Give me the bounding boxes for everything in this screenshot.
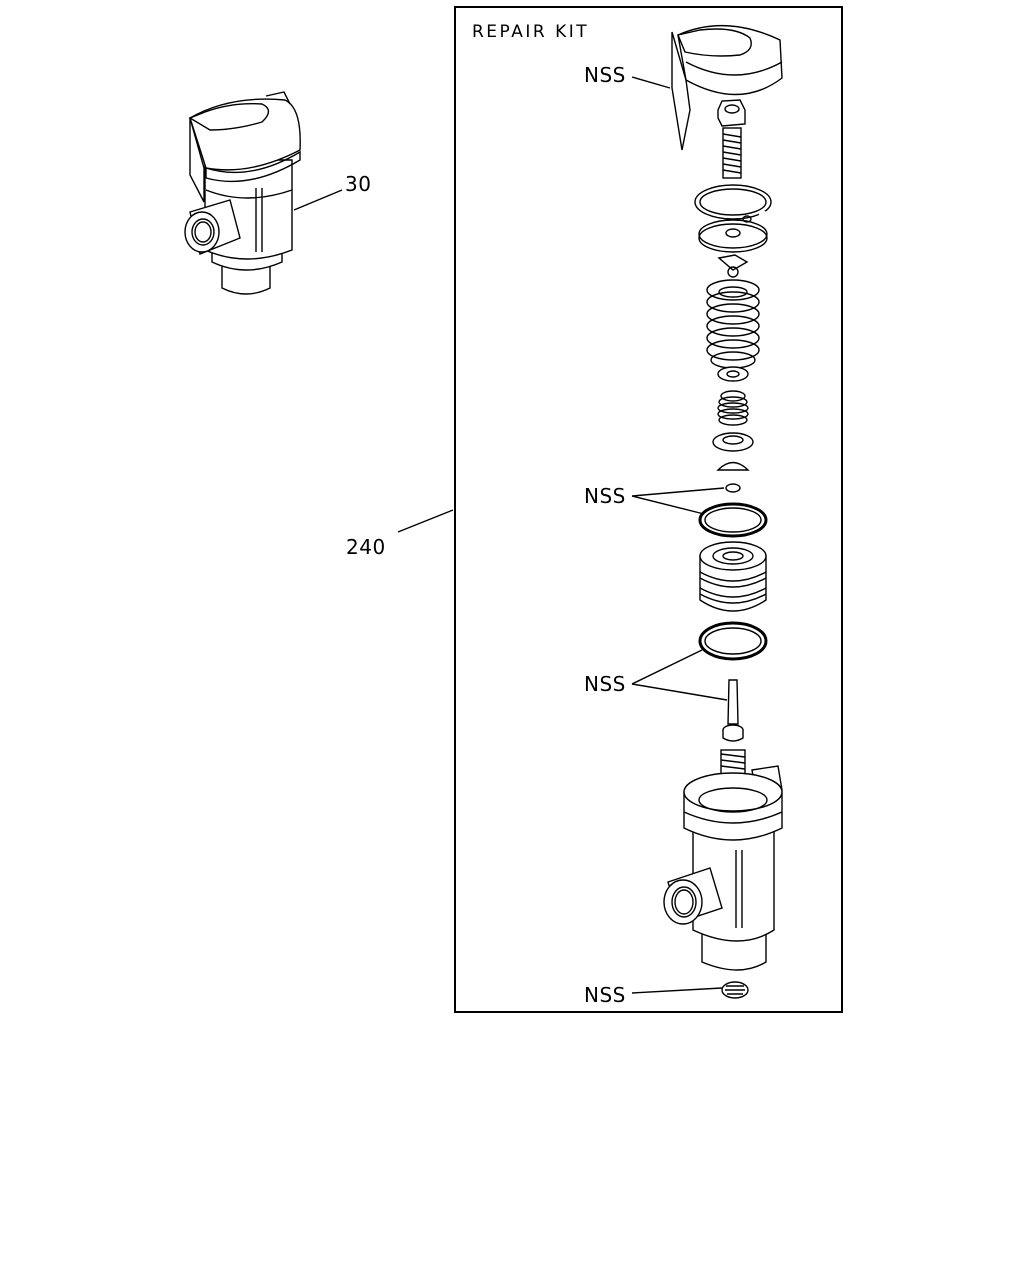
callout-240: 240: [346, 535, 386, 559]
bottom-plug: [721, 981, 749, 999]
callout-30: 30: [345, 172, 371, 196]
callout-nss-cap: NSS: [584, 63, 626, 87]
threaded-stud: [722, 127, 742, 179]
ball: [727, 266, 739, 278]
spring-seat: [698, 215, 768, 271]
main-spring: [706, 279, 760, 369]
lower-spring: [720, 749, 746, 775]
assembled-valve: [184, 91, 301, 295]
repair-kit-frame: [454, 6, 843, 1013]
cone: [716, 461, 750, 471]
small-o-ring: [725, 483, 741, 493]
hex-nut: [717, 99, 746, 127]
exploded-parts: [663, 24, 783, 999]
large-o-ring-2: [698, 621, 768, 661]
leader-lines: [293, 76, 728, 994]
valve-body: [663, 765, 783, 971]
washer: [717, 366, 749, 382]
piston: [699, 541, 767, 612]
valve-cap: [671, 24, 783, 151]
valve-disc: [712, 432, 754, 452]
callout-nss-orings: NSS: [584, 484, 626, 508]
snap-ring: [694, 184, 772, 220]
pin: [722, 679, 744, 742]
large-o-ring-1: [698, 502, 768, 538]
small-spring: [717, 390, 749, 426]
callout-nss-plug: NSS: [584, 983, 626, 1007]
callout-nss-pin: NSS: [584, 672, 626, 696]
repair-kit-title: REPAIR KIT: [472, 22, 589, 42]
